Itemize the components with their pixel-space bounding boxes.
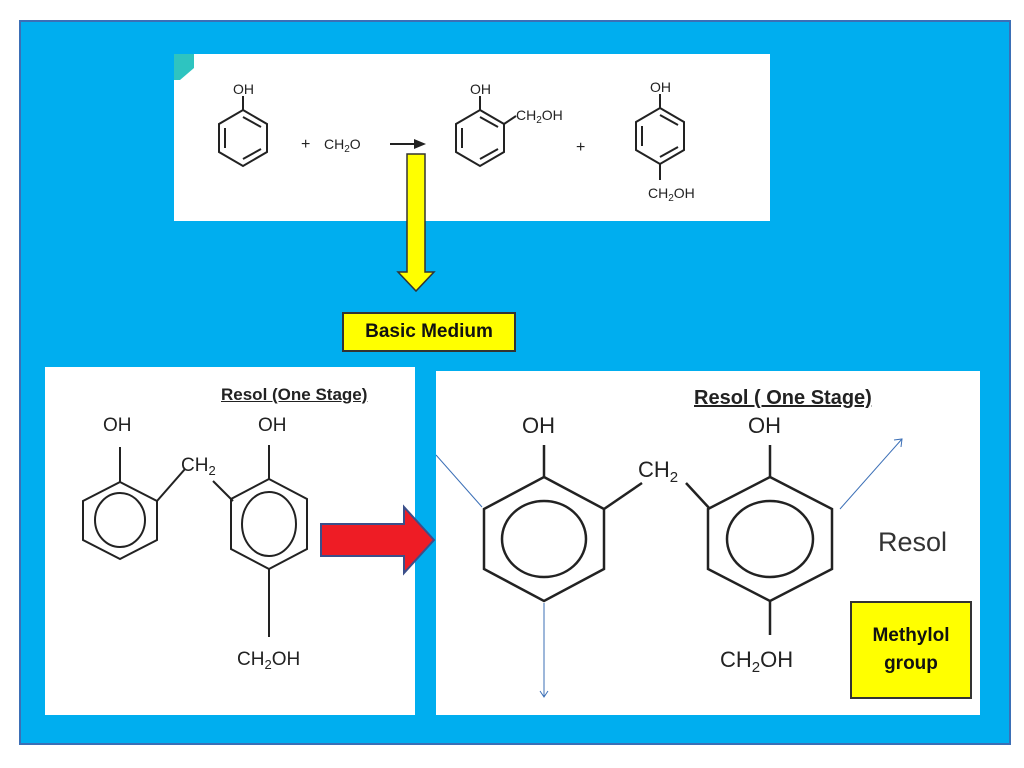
phenol-oh-label: OH	[233, 81, 254, 97]
plus-sign-2: +	[576, 139, 585, 156]
right-resol-structure: OH OH CH2 CH2OH	[436, 413, 903, 698]
left-resol-panel: Resol (One Stage) OH OH CH2 CH2OH	[45, 367, 415, 715]
reaction-arrow	[390, 139, 426, 149]
right-resol-title: Resol ( One Stage)	[694, 387, 872, 409]
right-oh-1: OH	[522, 413, 555, 438]
svg-text:CH2OH: CH2OH	[516, 107, 563, 126]
svg-text:CH2: CH2	[638, 457, 678, 486]
para-product-ring	[635, 94, 685, 180]
methylol-line-2: group	[884, 653, 938, 674]
left-resol-structure: OH OH CH2 CH2OH	[82, 415, 308, 672]
phenol-ring	[218, 96, 268, 168]
right-ch2: CH	[638, 457, 670, 482]
reaction-scheme: OH + CH2O OH CH2OH + OH CH2OH	[174, 54, 695, 204]
left-oh-2: OH	[258, 415, 287, 436]
right-oh-2: OH	[748, 413, 781, 438]
para-ch2oh-label: CH	[648, 185, 668, 201]
left-oh-1: OH	[103, 415, 132, 436]
svg-text:CH2O: CH2O	[324, 136, 361, 155]
svg-text:CH2: CH2	[181, 455, 216, 478]
ortho-oh-label: OH	[470, 81, 491, 97]
right-ch2oh: CH	[720, 647, 752, 672]
reaction-panel: OH + CH2O OH CH2OH + OH CH2OH	[174, 54, 770, 221]
basic-medium-label: Basic Medium	[342, 312, 516, 352]
methylol-pointer-lines	[436, 438, 903, 698]
svg-text:CH2OH: CH2OH	[720, 647, 793, 676]
para-oh-label: OH	[650, 79, 671, 95]
teal-corner-mark	[174, 54, 194, 80]
plus-sign-1: +	[301, 136, 310, 153]
methylol-line-1: Methylol	[872, 625, 950, 646]
formaldehyde-label: CH	[324, 136, 344, 152]
left-ch2oh: CH	[237, 649, 264, 670]
ortho-product-ring	[455, 96, 517, 168]
methylol-group-callout: Methylol group	[850, 601, 972, 699]
left-resol-title: Resol (One Stage)	[221, 385, 368, 404]
svg-text:CH2OH: CH2OH	[648, 185, 695, 204]
svg-text:CH2OH: CH2OH	[237, 649, 300, 672]
resol-label: Resol	[878, 527, 948, 557]
ortho-ch2oh-label: CH	[516, 107, 536, 123]
left-ch2: CH	[181, 455, 208, 476]
